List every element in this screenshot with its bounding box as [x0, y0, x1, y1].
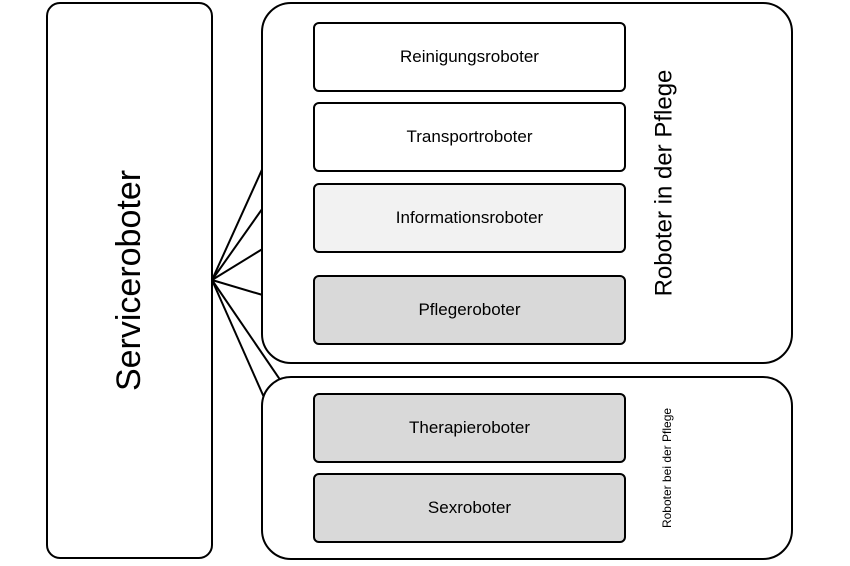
node-pflegeroboter: Pflegeroboter [313, 275, 626, 345]
node-label: Reinigungsroboter [400, 47, 539, 66]
root-label-wrap: Serviceroboter [46, 2, 213, 559]
group-label-wrap-bei: Roboter bei der Pflege [650, 376, 684, 560]
node-label: Sexroboter [427, 498, 512, 517]
node-label: Transportroboter [406, 127, 533, 146]
node-informationsroboter: Informationsroboter [313, 183, 626, 253]
node-label: Pflegeroboter [418, 300, 521, 319]
node-sexroboter: Sexroboter [313, 473, 626, 543]
node-transportroboter: Transportroboter [313, 102, 626, 172]
group-label-bei-der-pflege: Roboter bei der Pflege [660, 407, 675, 529]
root-label: Serviceroboter [110, 169, 149, 392]
group-label-in-der-pflege: Roboter in der Pflege [650, 69, 677, 297]
node-reinigungsroboter: Reinigungsroboter [313, 22, 626, 92]
node-label: Informationsroboter [395, 208, 544, 227]
node-therapieroboter: Therapieroboter [313, 393, 626, 463]
root-box [46, 2, 213, 559]
node-label: Therapieroboter [409, 418, 530, 437]
group-label-wrap-in: Roboter in der Pflege [636, 2, 692, 364]
